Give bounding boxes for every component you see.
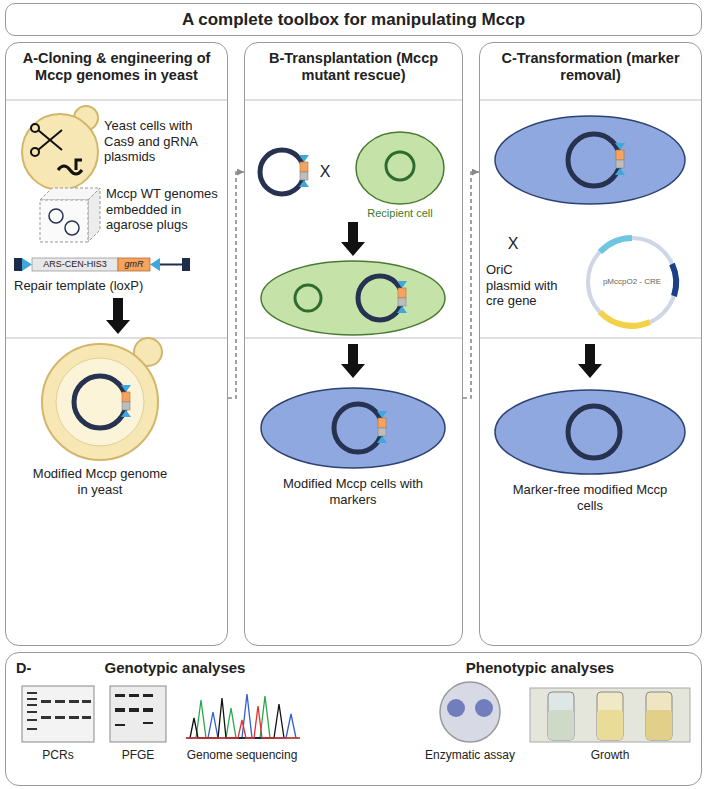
panel-heading: C-Transformation (marker removal) — [480, 43, 701, 85]
title-box: A complete toolbox for manipulating Mccp — [5, 3, 702, 36]
diagram-title: A complete toolbox for manipulating Mccp — [182, 10, 525, 30]
panel-box: B-Transplantation (Mccp mutant rescue) — [244, 42, 463, 646]
dashed-connector — [463, 172, 479, 398]
panel-heading: B-Transplantation (Mccp mutant rescue) — [245, 43, 462, 85]
panel-box: D- — [5, 652, 702, 786]
panel-box: C-Transformation (marker removal) — [479, 42, 702, 646]
panel-box: A-Cloning & engineering of Mccp genomes … — [5, 42, 228, 646]
panel-heading: D- — [6, 653, 701, 677]
dashed-connector — [228, 172, 244, 398]
panel-heading: A-Cloning & engineering of Mccp genomes … — [6, 43, 227, 85]
